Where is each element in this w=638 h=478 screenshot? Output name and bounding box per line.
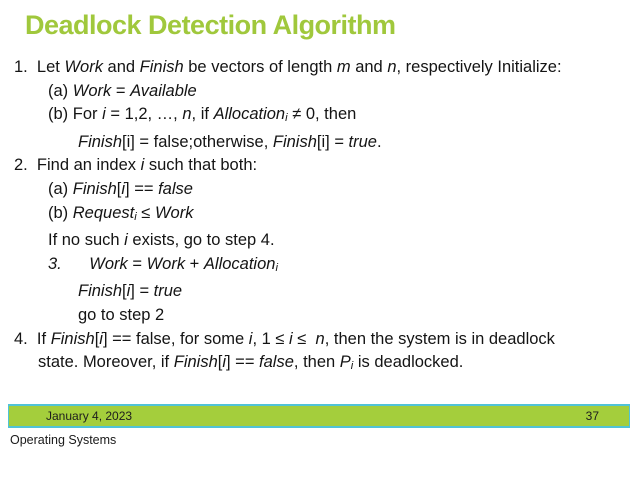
body-line: Finish[i] = true (14, 280, 636, 304)
variable-text: Finish (173, 353, 218, 372)
body-line: (a) Finish[i] == false (14, 178, 636, 202)
plain-text: [ (94, 329, 100, 348)
variable-text: true (153, 282, 183, 301)
plain-text: [i] = (316, 132, 349, 151)
variable-text: Available (130, 81, 197, 100)
plain-text: . (376, 132, 382, 151)
variable-text: m (336, 58, 351, 76)
variable-text: Work (154, 203, 194, 222)
variable-text: Work (89, 254, 128, 273)
body-line: 4. If Finish[i] == false, for some i, 1 … (14, 328, 636, 352)
plain-text (62, 255, 90, 273)
variable-text: Finish (78, 282, 123, 301)
variable-text: i (350, 360, 354, 373)
variable-text: i (222, 353, 227, 372)
plain-text: and (350, 58, 388, 76)
plain-text: go to step 2 (78, 305, 165, 324)
variable-text: n (182, 105, 192, 124)
plain-text: ≤ (292, 329, 316, 348)
variable-text: Finish (272, 132, 317, 151)
plain-text: , then (293, 353, 340, 372)
plain-text: [ (116, 179, 122, 198)
plain-text: (a) (48, 179, 73, 198)
variable-text: Finish (139, 58, 184, 76)
variable-text: i (102, 105, 106, 124)
variable-text: Work (64, 58, 103, 76)
plain-text: 2. Find an index (14, 156, 141, 175)
footer-date: January 4, 2023 (46, 409, 133, 423)
variable-text: Work (72, 81, 112, 100)
plain-text: state. Moreover, if (38, 353, 174, 372)
variable-text: true (348, 132, 377, 151)
body-line: (b) For i = 1,2, …, n, if Allocationi ≠ … (14, 103, 636, 131)
plain-text: = 1,2, …, (105, 105, 183, 124)
slide-title: Deadlock Detection Algorithm (25, 10, 396, 40)
plain-text: ] == (125, 179, 159, 198)
plain-text: 1. Let (14, 58, 65, 76)
body-line: go to step 2 (14, 304, 636, 328)
plain-text: + (185, 254, 204, 273)
variable-text: Work (146, 254, 186, 273)
plain-text: (b) (48, 203, 73, 222)
variable-text: i (275, 261, 278, 274)
plain-text: [ (217, 353, 223, 372)
body-line: (a) Work = Available (14, 80, 636, 104)
variable-text: Finish (78, 132, 123, 151)
variable-text: i (124, 231, 128, 250)
variable-text: n (315, 329, 325, 348)
footer-bar: January 4, 2023 37 (8, 404, 630, 428)
footer-page-number: 37 (585, 409, 599, 423)
variable-text: Allocation (203, 254, 276, 273)
variable-text: i (248, 329, 253, 348)
body-line: Finish[i] = false;otherwise, Finish[i] =… (14, 131, 636, 155)
plain-text: If no such (48, 231, 125, 250)
plain-text: ≠ 0, then (287, 105, 357, 124)
plain-text: (b) For (48, 105, 103, 124)
variable-text: i (121, 179, 126, 198)
plain-text: is deadlocked. (353, 353, 464, 372)
variable-text: 3. (48, 254, 62, 273)
variable-text: i (289, 329, 293, 348)
course-name-label: Operating Systems (10, 433, 117, 447)
plain-text: ] == (226, 353, 260, 372)
variable-text: n (387, 58, 397, 76)
variable-text: Request (72, 203, 135, 222)
variable-text: false (158, 179, 193, 198)
variable-text: Finish (50, 329, 95, 348)
body-line: 2. Find an index i such that both: (14, 154, 636, 178)
variable-text: Allocation (213, 105, 286, 124)
plain-text: , 1 ≤ (252, 329, 290, 348)
variable-text: false (259, 353, 294, 372)
plain-text: such that both: (144, 156, 258, 175)
variable-text: P (339, 353, 351, 372)
plain-text: ] == false, for some (102, 329, 249, 348)
plain-text: [ (122, 282, 127, 301)
variable-text: i (134, 210, 137, 223)
slide-body: 1. Let Work and Finish be vectors of len… (14, 56, 636, 379)
body-line: 3. Work = Work + Allocationi (14, 253, 636, 281)
variable-text: i (285, 112, 288, 125)
body-line: state. Moreover, if Finish[i] == false, … (14, 351, 636, 379)
body-line: If no such i exists, go to step 4. (14, 229, 636, 253)
plain-text: be vectors of length (183, 58, 337, 76)
plain-text: exists, go to step 4. (127, 231, 275, 250)
plain-text: = (111, 81, 131, 100)
plain-text: , if (191, 105, 214, 124)
body-line: 1. Let Work and Finish be vectors of len… (14, 56, 636, 80)
plain-text: , then the system is in deadlock (324, 329, 555, 348)
variable-text: i (140, 156, 145, 175)
plain-text: (a) (48, 81, 73, 100)
variable-text: i (99, 329, 103, 348)
variable-text: i (126, 282, 131, 301)
plain-text: ] = (130, 282, 154, 301)
plain-text: and (102, 58, 140, 76)
plain-text: = (127, 254, 147, 273)
plain-text: [i] = false;otherwise, (122, 132, 273, 151)
plain-text: ≤ (136, 203, 155, 222)
variable-text: Finish (72, 179, 117, 198)
plain-text: , respectively Initialize: (396, 58, 562, 76)
plain-text: 4. If (14, 329, 51, 348)
body-line: (b) Requesti ≤ Work (14, 202, 636, 230)
